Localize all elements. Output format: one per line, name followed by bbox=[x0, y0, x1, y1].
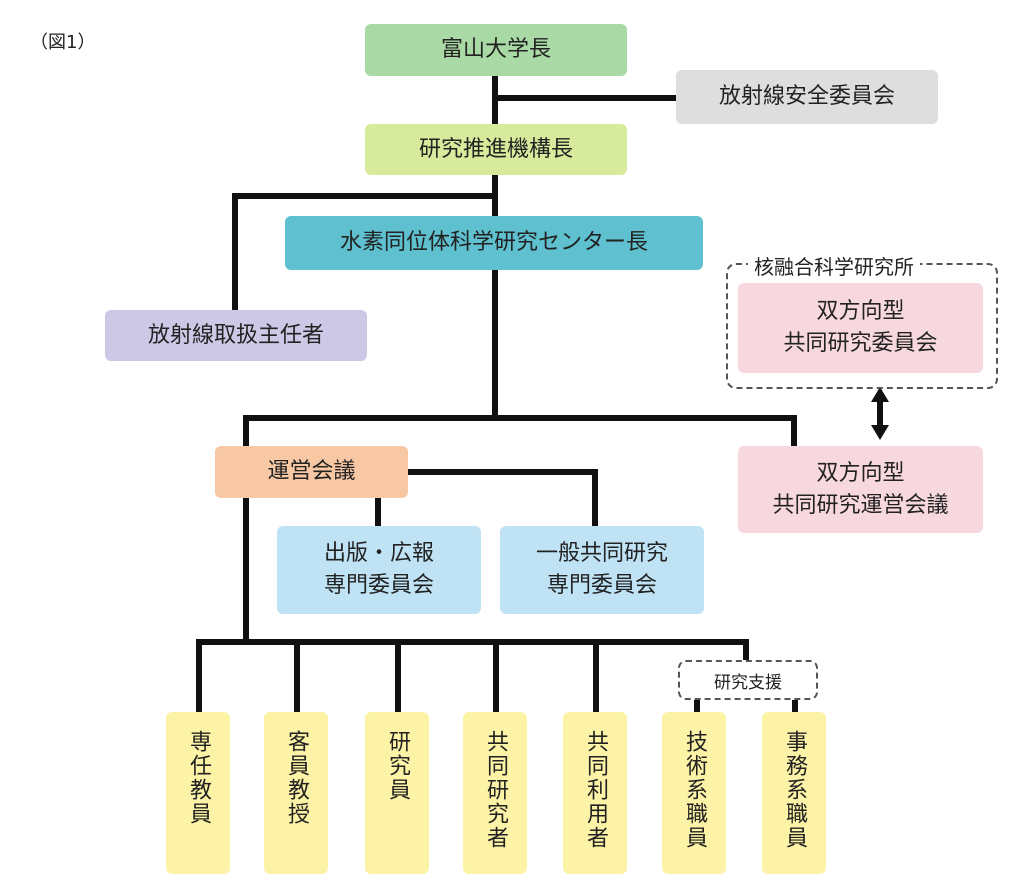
figure-label: （図1） bbox=[30, 32, 96, 53]
bidirectional-council-box: 双方向型 共同研究運営会議 bbox=[738, 446, 983, 533]
member-label: 共同研究者 bbox=[483, 730, 508, 850]
member-technical-staff: 技術系職員 bbox=[662, 712, 726, 874]
steering-council-box: 運営会議 bbox=[215, 446, 408, 498]
research-support-label: 研究支援 bbox=[678, 660, 818, 700]
member-visiting-professor: 客員教授 bbox=[264, 712, 328, 874]
member-label: 事務系職員 bbox=[782, 730, 807, 850]
nifs-label: 核融合科学研究所 bbox=[748, 251, 920, 280]
radiation-supervisor-box: 放射線取扱主任者 bbox=[105, 310, 367, 361]
member-label: 技術系職員 bbox=[682, 730, 707, 850]
member-researcher: 研究員 bbox=[365, 712, 429, 874]
member-joint-user: 共同利用者 bbox=[563, 712, 627, 874]
center-director-box: 水素同位体科学研究センター長 bbox=[285, 216, 703, 270]
general-research-committee-box: 一般共同研究 専門委員会 bbox=[500, 526, 704, 614]
bidirectional-committee-box: 双方向型 共同研究委員会 bbox=[738, 283, 983, 373]
member-administrative-staff: 事務系職員 bbox=[762, 712, 826, 874]
member-full-time-faculty: 専任教員 bbox=[166, 712, 230, 874]
member-label: 共同利用者 bbox=[583, 730, 608, 850]
radiation-safety-committee-box: 放射線安全委員会 bbox=[676, 70, 938, 124]
member-label: 研究員 bbox=[385, 730, 410, 802]
member-joint-researcher: 共同研究者 bbox=[463, 712, 527, 874]
president-box: 富山大学長 bbox=[365, 24, 627, 76]
member-label: 客員教授 bbox=[284, 730, 309, 826]
member-label: 専任教員 bbox=[186, 730, 211, 826]
research-org-head-box: 研究推進機構長 bbox=[365, 124, 627, 175]
publication-committee-box: 出版・広報 専門委員会 bbox=[277, 526, 481, 614]
